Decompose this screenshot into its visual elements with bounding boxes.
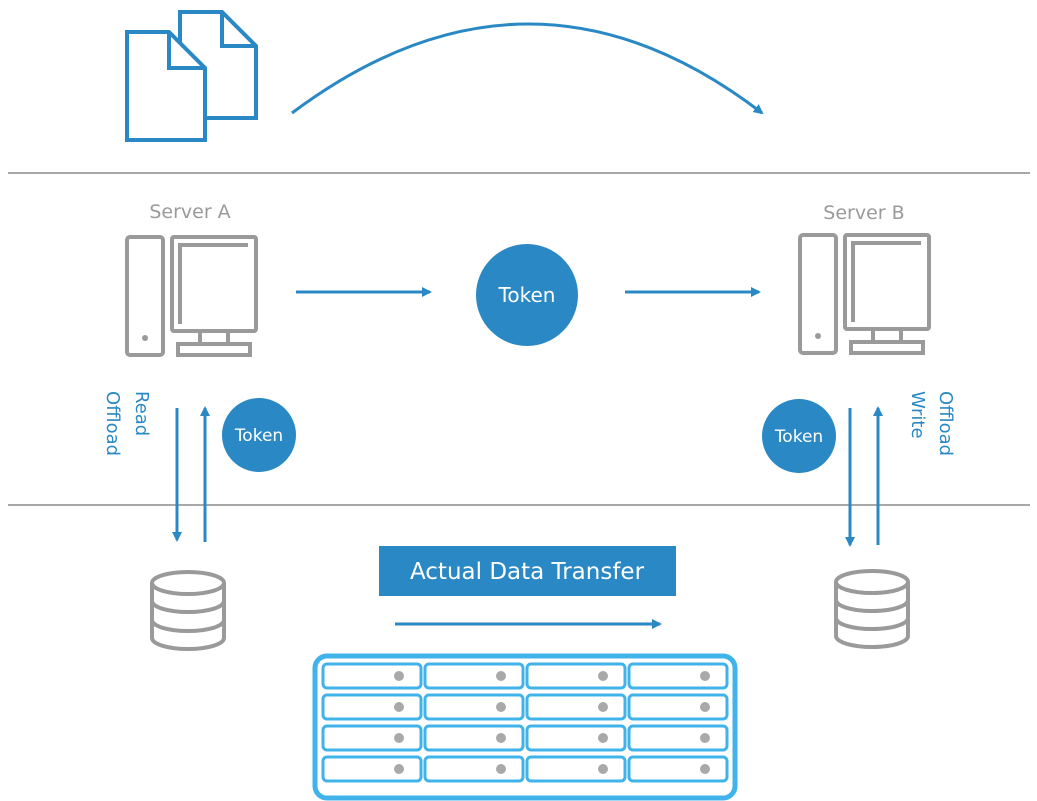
- server-b-label: Server B: [823, 202, 904, 224]
- drive-led: [496, 671, 506, 681]
- banner-text: Actual Data Transfer: [410, 559, 645, 585]
- drive-bay: [321, 724, 423, 752]
- drive-bay: [627, 724, 729, 752]
- drive-led: [496, 702, 506, 712]
- file-copy-arrow: [291, 22, 764, 115]
- drive-bay: [321, 662, 423, 690]
- drive-bay: [423, 724, 525, 752]
- token-center: Token: [476, 244, 578, 346]
- drive-bay: [525, 662, 627, 690]
- left-read-label: Read: [131, 391, 152, 436]
- drive-led: [496, 733, 506, 743]
- drive-bay: [423, 662, 525, 690]
- drive-led: [700, 702, 710, 712]
- actual-data-transfer-banner: Actual Data Transfer: [379, 546, 676, 596]
- token-right-label: Token: [774, 427, 823, 447]
- drive-led: [700, 764, 710, 774]
- storage-array-icon: [312, 653, 738, 801]
- token-right: Token: [762, 399, 836, 473]
- drive-bay: [321, 755, 423, 783]
- server-a-label: Server A: [149, 201, 230, 223]
- drive-bay: [423, 755, 525, 783]
- drive-bay: [321, 693, 423, 721]
- server-b-computer-icon: [798, 233, 931, 355]
- drive-led: [598, 764, 608, 774]
- drive-led: [496, 764, 506, 774]
- drive-led: [394, 764, 404, 774]
- drive-bay: [627, 693, 729, 721]
- left-offload-label: Offload: [102, 391, 123, 456]
- token-left-label: Token: [234, 426, 283, 446]
- server-a-computer-icon: [125, 235, 258, 357]
- left-database-icon: [150, 570, 226, 651]
- drive-bay: [525, 724, 627, 752]
- drive-led: [598, 733, 608, 743]
- drive-led: [394, 733, 404, 743]
- token-left: Token: [222, 398, 296, 472]
- drive-bay: [627, 662, 729, 690]
- drive-led: [598, 702, 608, 712]
- drive-led: [394, 671, 404, 681]
- right-write-label: Write: [907, 391, 928, 439]
- token-center-label: Token: [498, 283, 556, 307]
- drive-bay: [423, 693, 525, 721]
- drive-led: [598, 671, 608, 681]
- right-database-icon: [834, 569, 910, 649]
- drive-bay: [525, 693, 627, 721]
- drive-led: [394, 702, 404, 712]
- drive-bay: [525, 755, 627, 783]
- drive-bay: [627, 755, 729, 783]
- drive-grid: [321, 662, 729, 783]
- right-offload-label: Offload: [935, 391, 956, 456]
- drive-led: [700, 671, 710, 681]
- documents-icon: [125, 10, 258, 142]
- drive-led: [700, 733, 710, 743]
